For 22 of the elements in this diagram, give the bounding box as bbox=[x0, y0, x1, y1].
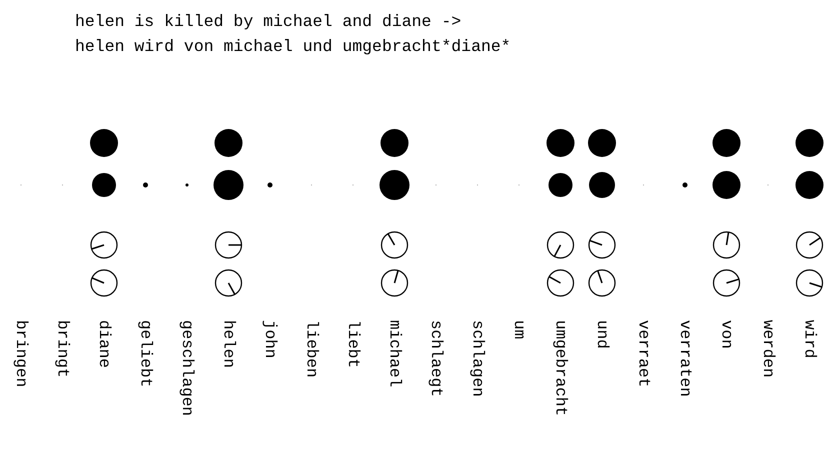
vocabulary-word: diane bbox=[96, 320, 112, 368]
vocabulary-word: geschlagen bbox=[179, 320, 195, 416]
vocabulary-word: bringt bbox=[54, 320, 70, 378]
sentence-text: helen wird von michael und umgebracht*diane* bbox=[75, 37, 511, 57]
vocabulary-word: bringen bbox=[13, 320, 29, 388]
vocabulary-word: lieben bbox=[304, 320, 320, 378]
vocabulary-word: michael bbox=[386, 320, 402, 388]
vocabulary-word: von bbox=[718, 320, 734, 349]
vocabulary-word: wird bbox=[802, 320, 818, 358]
vocabulary-word: verraten bbox=[677, 320, 693, 397]
vocabulary-word: um bbox=[511, 320, 527, 340]
sentence-text: helen is killed by michael and diane -> bbox=[75, 12, 462, 32]
vocabulary-word: werden bbox=[760, 320, 776, 378]
vocabulary-word: verraet bbox=[636, 320, 652, 388]
vocabulary-word: liebt bbox=[345, 320, 361, 368]
vocabulary-word: schlaegt bbox=[428, 320, 444, 397]
vocabulary-word: john bbox=[262, 320, 278, 358]
vocabulary-word: helen bbox=[220, 320, 236, 368]
vocabulary-word: und bbox=[594, 320, 610, 349]
vocabulary-word: umgebracht bbox=[552, 320, 568, 416]
vocabulary-word: geliebt bbox=[138, 320, 154, 388]
vocabulary-word: schlagen bbox=[470, 320, 486, 397]
